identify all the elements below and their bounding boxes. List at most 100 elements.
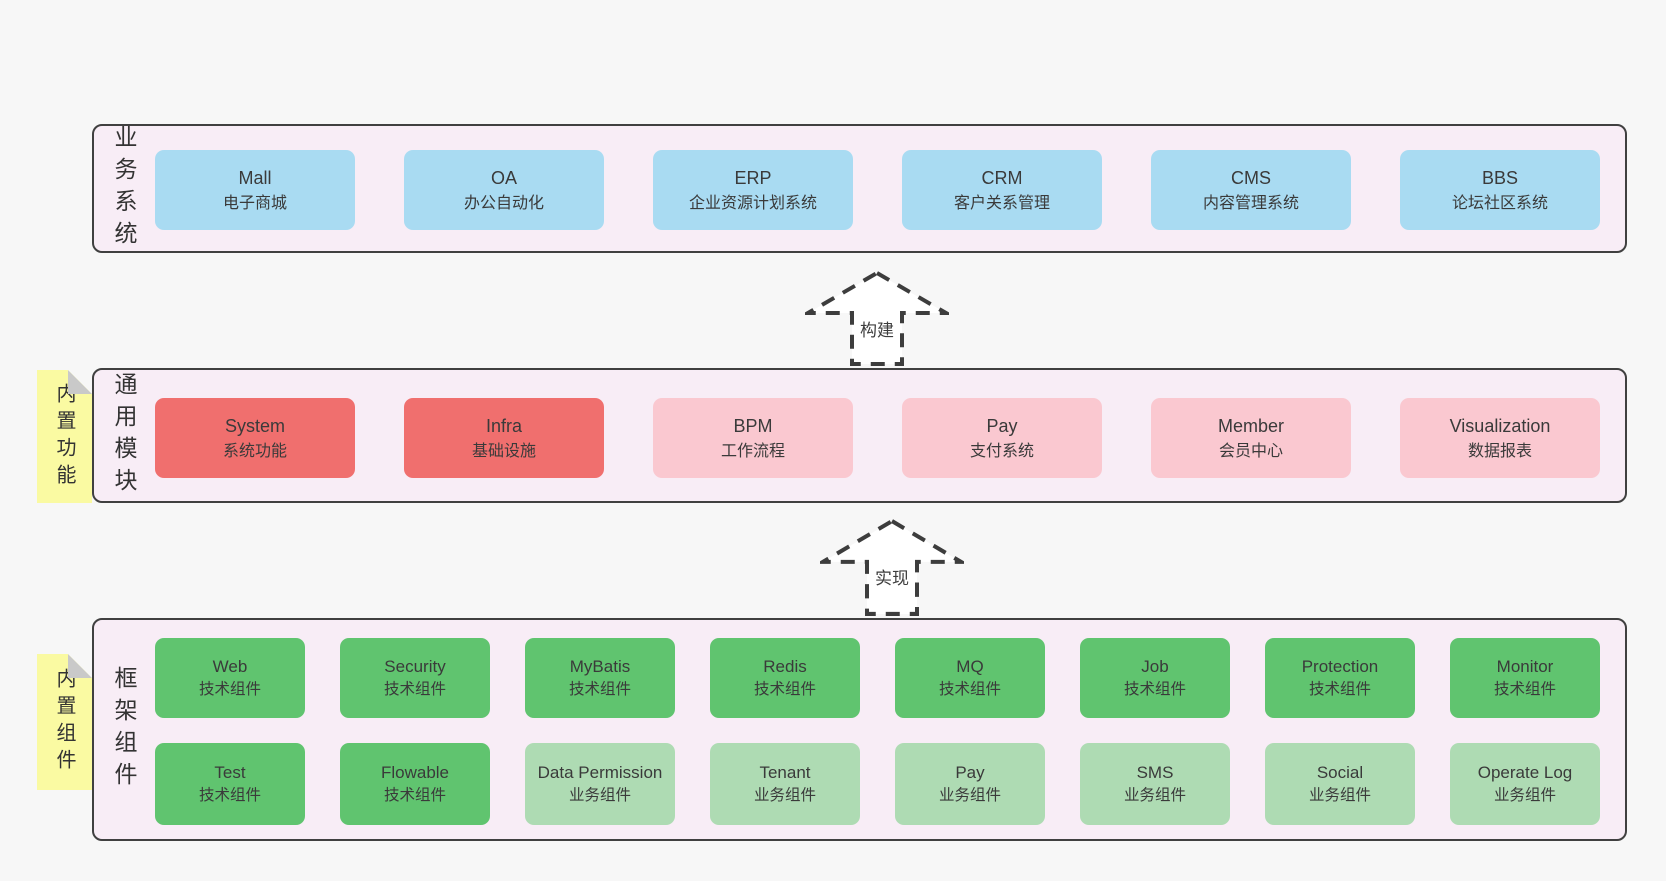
box-subtitle: 技术组件: [1308, 681, 1371, 698]
up-arrow-icon: [820, 518, 964, 616]
implement-arrow-label: 实现: [875, 569, 909, 588]
box-title: Social: [1316, 763, 1364, 782]
implement-arrow: 实现: [820, 518, 964, 617]
box-tenant: Tenant 业务组件: [710, 743, 860, 825]
box-redis: Redis 技术组件: [710, 638, 860, 718]
box-system: System 系统功能: [155, 398, 355, 478]
box-subtitle: 技术组件: [198, 681, 261, 698]
box-title: Protection: [1301, 657, 1379, 676]
box-job: Job 技术组件: [1080, 638, 1230, 718]
box-erp: ERP 企业资源计划系统: [653, 150, 853, 230]
box-web: Web 技术组件: [155, 638, 305, 718]
box-title: CMS: [1231, 167, 1271, 188]
sticky-note-label: 内置组件: [53, 668, 75, 776]
box-subtitle: 业务组件: [1493, 787, 1556, 804]
box-title: Monitor: [1496, 657, 1554, 676]
box-pay-component: Pay 业务组件: [895, 743, 1045, 825]
box-subtitle: 技术组件: [938, 681, 1001, 698]
box-title: Redis: [763, 657, 807, 676]
common-modules-row: System 系统功能 Infra 基础设施 BPM 工作流程 Pay 支付系统…: [155, 398, 1600, 478]
box-operate-log: Operate Log 业务组件: [1450, 743, 1600, 825]
box-title: Web: [212, 657, 248, 676]
box-subtitle: 论坛社区系统: [1451, 194, 1548, 212]
business-systems-row: Mall 电子商城 OA 办公自动化 ERP 企业资源计划系统 CRM 客户关系…: [155, 150, 1600, 230]
box-title: OA: [490, 167, 517, 188]
sticky-note-label: 内置功能: [53, 382, 75, 491]
box-title: MQ: [956, 657, 984, 676]
box-test: Test 技术组件: [155, 743, 305, 825]
box-subtitle: 业务组件: [568, 787, 631, 804]
band-label-business-systems: 业务系统: [111, 124, 137, 253]
box-title: Flowable: [380, 763, 450, 782]
box-title: Infra: [485, 415, 523, 436]
framework-components-row-1: Web 技术组件 Security 技术组件 MyBatis 技术组件 Redi…: [155, 638, 1600, 718]
box-subtitle: 电子商城: [222, 194, 287, 212]
up-arrow-icon: [805, 270, 949, 366]
box-title: System: [224, 415, 285, 436]
box-title: CRM: [981, 167, 1023, 188]
box-bbs: BBS 论坛社区系统: [1400, 150, 1600, 230]
box-title: SMS: [1136, 763, 1174, 782]
box-protection: Protection 技术组件: [1265, 638, 1415, 718]
box-pay-module: Pay 支付系统: [902, 398, 1102, 478]
box-bpm: BPM 工作流程: [653, 398, 853, 478]
box-oa: OA 办公自动化: [404, 150, 604, 230]
box-title: Mall: [238, 167, 272, 188]
framework-components-row-2: Test 技术组件 Flowable 技术组件 Data Permission …: [155, 743, 1600, 825]
band-common-modules: 通用模块 System 系统功能 Infra 基础设施 BPM 工作流程 Pay…: [92, 368, 1627, 503]
box-title: Operate Log: [1477, 763, 1573, 782]
box-subtitle: 数据报表: [1467, 442, 1532, 460]
folded-corner-icon: [68, 370, 92, 394]
build-arrow-label: 构建: [860, 321, 894, 340]
box-title: Test: [214, 763, 246, 782]
box-visualization: Visualization 数据报表: [1400, 398, 1600, 478]
box-mall: Mall 电子商城: [155, 150, 355, 230]
box-subtitle: 系统功能: [222, 442, 287, 460]
box-title: BBS: [1481, 167, 1519, 188]
band-business-systems: 业务系统 Mall 电子商城 OA 办公自动化 ERP 企业资源计划系统 CRM…: [92, 124, 1627, 253]
box-subtitle: 技术组件: [1493, 681, 1556, 698]
box-subtitle: 业务组件: [753, 787, 816, 804]
box-social: Social 业务组件: [1265, 743, 1415, 825]
box-subtitle: 工作流程: [720, 442, 785, 460]
box-subtitle: 技术组件: [1123, 681, 1186, 698]
box-subtitle: 业务组件: [938, 787, 1001, 804]
box-subtitle: 会员中心: [1218, 442, 1283, 460]
box-crm: CRM 客户关系管理: [902, 150, 1102, 230]
folded-corner-icon: [68, 654, 92, 678]
box-flowable: Flowable 技术组件: [340, 743, 490, 825]
box-infra: Infra 基础设施: [404, 398, 604, 478]
box-data-permission: Data Permission 业务组件: [525, 743, 675, 825]
box-title: Visualization: [1449, 415, 1551, 436]
box-title: MyBatis: [569, 657, 631, 676]
box-subtitle: 技术组件: [198, 787, 261, 804]
box-sms: SMS 业务组件: [1080, 743, 1230, 825]
band-label-common-modules: 通用模块: [111, 371, 137, 500]
build-arrow: 构建: [805, 270, 949, 367]
box-security: Security 技术组件: [340, 638, 490, 718]
box-subtitle: 支付系统: [969, 442, 1034, 460]
box-title: BPM: [733, 415, 773, 436]
box-subtitle: 办公自动化: [463, 194, 544, 212]
box-subtitle: 客户关系管理: [953, 194, 1050, 212]
box-subtitle: 业务组件: [1123, 787, 1186, 804]
box-title: Pay: [986, 415, 1018, 436]
box-subtitle: 业务组件: [1308, 787, 1371, 804]
box-subtitle: 技术组件: [568, 681, 631, 698]
box-subtitle: 技术组件: [383, 787, 446, 804]
box-title: Pay: [955, 763, 985, 782]
sticky-note-builtin-components: 内置组件: [37, 654, 92, 790]
box-title: ERP: [734, 167, 772, 188]
box-cms: CMS 内容管理系统: [1151, 150, 1351, 230]
band-framework-components: 框架组件 Web 技术组件 Security 技术组件 MyBatis 技术组件…: [92, 618, 1627, 841]
box-subtitle: 内容管理系统: [1202, 194, 1299, 212]
box-title: Security: [384, 657, 446, 676]
band-label-framework-components: 框架组件: [111, 665, 137, 794]
box-subtitle: 基础设施: [471, 442, 536, 460]
box-title: Tenant: [759, 763, 811, 782]
box-member: Member 会员中心: [1151, 398, 1351, 478]
box-title: Member: [1217, 415, 1284, 436]
box-subtitle: 技术组件: [383, 681, 446, 698]
box-subtitle: 技术组件: [753, 681, 816, 698]
box-subtitle: 企业资源计划系统: [688, 194, 817, 212]
